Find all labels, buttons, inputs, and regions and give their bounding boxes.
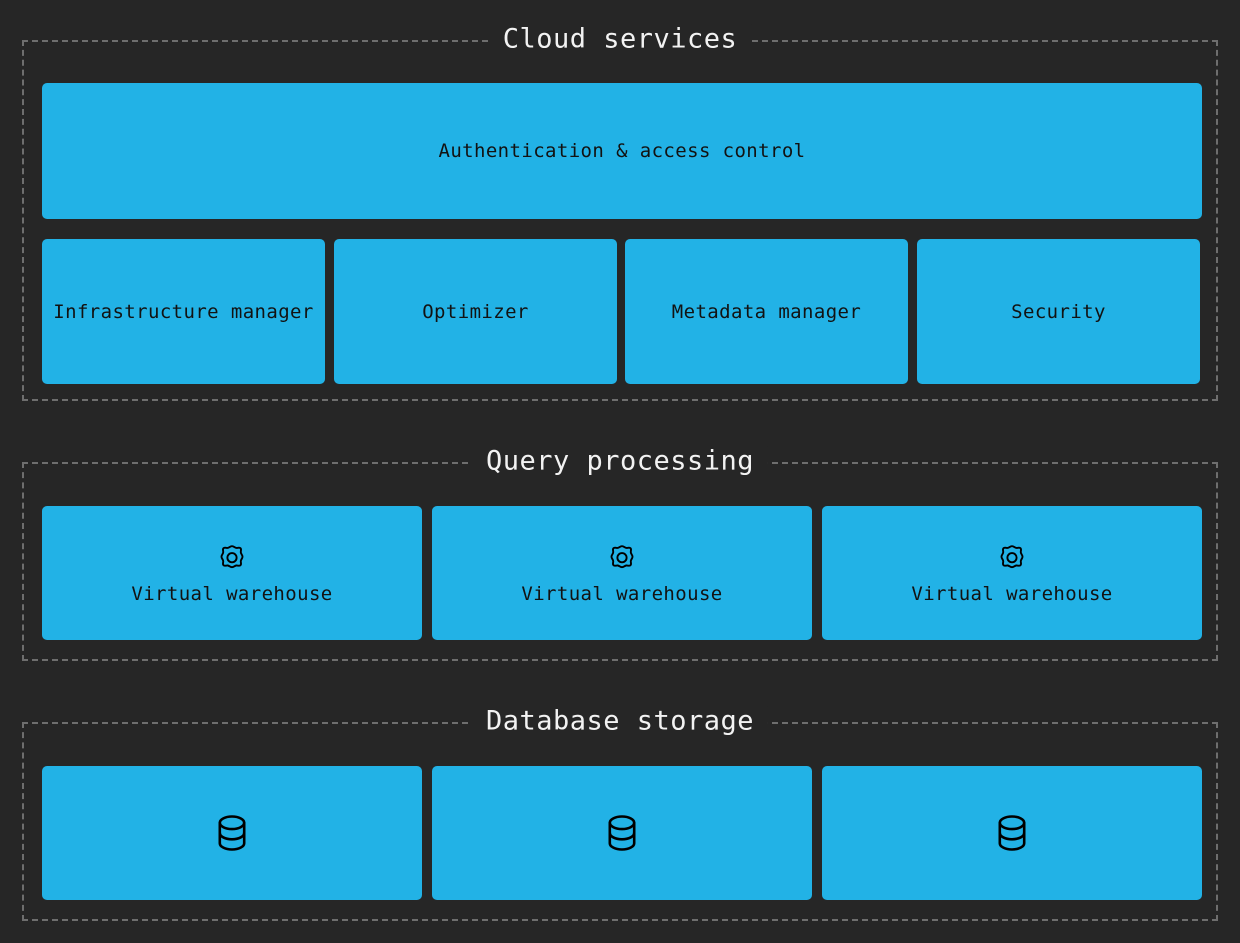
section-database-storage: Database storage [22,706,1218,921]
node-virtual-warehouse-1[interactable]: Virtual warehouse [42,506,422,640]
node-database-store-1[interactable] [42,766,422,900]
section-title-query-processing: Query processing [471,446,769,477]
node-label-infrastructure-manager: Infrastructure manager [53,300,314,323]
database-icon [209,810,255,856]
database-icon [599,810,645,856]
node-label-optimizer: Optimizer [422,300,529,323]
node-label-authentication-access-control: Authentication & access control [438,140,806,162]
node-label-virtual-warehouse-1: Virtual warehouse [131,582,333,605]
node-label-metadata-manager: Metadata manager [671,300,862,323]
node-security[interactable]: Security [917,239,1200,384]
node-virtual-warehouse-2[interactable]: Virtual warehouse [432,506,812,640]
gear-icon [996,542,1028,574]
node-metadata-manager[interactable]: Metadata manager [625,239,908,384]
node-authentication-access-control[interactable]: Authentication & access control [42,83,1202,219]
node-infrastructure-manager[interactable]: Infrastructure manager [42,239,325,384]
gear-icon [216,542,248,574]
section-title-database-storage: Database storage [471,706,769,737]
gear-icon [606,542,638,574]
node-database-store-2[interactable] [432,766,812,900]
section-cloud-services: Cloud services Authentication & access c… [22,24,1218,401]
database-icon [989,810,1035,856]
node-label-virtual-warehouse-2: Virtual warehouse [521,582,723,605]
node-label-virtual-warehouse-3: Virtual warehouse [911,582,1113,605]
node-database-store-3[interactable] [822,766,1202,900]
section-title-cloud-services: Cloud services [488,24,752,55]
node-virtual-warehouse-3[interactable]: Virtual warehouse [822,506,1202,640]
node-optimizer[interactable]: Optimizer [334,239,617,384]
section-query-processing: Query processing Virtual warehouse Virtu… [22,446,1218,661]
node-label-security: Security [1011,300,1106,323]
